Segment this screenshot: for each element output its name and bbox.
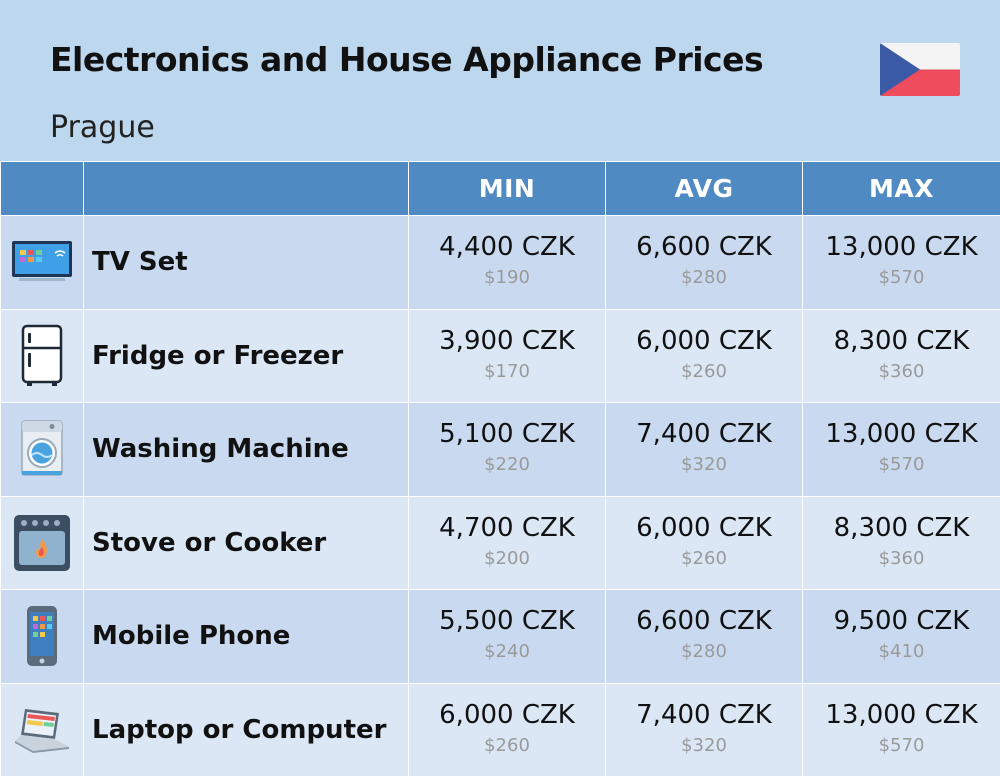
washing-machine-icon [21,420,63,476]
price-local: 7,400 CZK [636,419,772,450]
price-usd: $260 [681,547,727,569]
price-usd: $260 [681,360,727,382]
max-price-cell: 13,000 CZK $570 [802,682,1000,776]
price-usd: $200 [484,547,530,569]
table-row: Washing Machine 5,100 CZK $220 7,400 CZK… [0,402,1000,497]
price-table: MIN AVG MAX TV Set [0,161,1000,776]
min-price-cell: 4,700 CZK $200 [408,495,606,590]
price-usd: $570 [878,454,925,476]
table-row: Fridge or Freezer 3,900 CZK $170 6,000 C… [0,308,1000,403]
price-usd: $190 [484,267,530,289]
min-price-cell: 5,100 CZK $220 [408,402,606,497]
item-name: TV Set [83,215,409,310]
item-name: Washing Machine [83,402,409,497]
price-local: 4,400 CZK [439,232,575,263]
max-price-cell: 13,000 CZK $570 [802,215,1000,310]
fridge-icon [21,324,63,386]
header-avg: AVG [605,161,803,216]
price-usd: $280 [681,267,727,289]
price-local: 13,000 CZK [825,232,978,263]
price-local: 6,000 CZK [636,512,772,543]
header-min: MIN [408,161,606,216]
table-row: Laptop or Computer 6,000 CZK $260 7,400 … [0,682,1000,776]
price-local: 3,900 CZK [439,325,575,356]
item-name: Mobile Phone [83,589,409,684]
max-price-cell: 8,300 CZK $360 [802,495,1000,590]
header-icon-col [0,161,84,216]
price-local: 13,000 CZK [825,419,978,450]
price-usd: $220 [484,454,530,476]
price-usd: $280 [681,641,727,663]
avg-price-cell: 6,600 CZK $280 [605,589,803,684]
max-price-cell: 9,500 CZK $410 [802,589,1000,684]
price-local: 6,600 CZK [636,232,772,263]
price-local: 13,000 CZK [825,699,978,730]
laptop-icon [15,708,69,753]
stove-icon [14,514,70,571]
min-price-cell: 4,400 CZK $190 [408,215,606,310]
header-max: MAX [802,161,1000,216]
price-local: 6,000 CZK [636,325,772,356]
avg-price-cell: 7,400 CZK $320 [605,402,803,497]
avg-price-cell: 6,000 CZK $260 [605,495,803,590]
item-name: Stove or Cooker [83,495,409,590]
item-name: Fridge or Freezer [83,308,409,403]
city-subtitle: Prague [50,110,155,145]
price-local: 5,100 CZK [439,419,575,450]
table-row: Mobile Phone 5,500 CZK $240 6,600 CZK $2… [0,589,1000,684]
avg-price-cell: 6,600 CZK $280 [605,215,803,310]
min-price-cell: 3,900 CZK $170 [408,308,606,403]
price-usd: $410 [878,641,925,663]
price-usd: $240 [484,641,530,663]
min-price-cell: 5,500 CZK $240 [408,589,606,684]
price-local: 9,500 CZK [833,606,970,637]
price-usd: $360 [878,360,925,382]
min-price-cell: 6,000 CZK $260 [408,682,606,776]
avg-price-cell: 7,400 CZK $320 [605,682,803,776]
price-local: 4,700 CZK [439,512,575,543]
price-usd: $260 [484,734,530,756]
price-local: 6,600 CZK [636,606,772,637]
price-local: 6,000 CZK [439,699,575,730]
mobile-phone-icon [27,606,57,667]
price-usd: $320 [681,734,727,756]
max-price-cell: 8,300 CZK $360 [802,308,1000,403]
header: Electronics and House Appliance Prices P… [0,0,1000,160]
page-title: Electronics and House Appliance Prices [50,40,764,79]
table-row: TV Set 4,400 CZK $190 6,600 CZK $280 13,… [0,215,1000,310]
price-usd: $170 [484,360,530,382]
header-item-col [83,161,409,216]
avg-price-cell: 6,000 CZK $260 [605,308,803,403]
price-local: 8,300 CZK [833,325,970,356]
price-usd: $570 [878,734,925,756]
item-name: Laptop or Computer [83,682,409,776]
price-local: 7,400 CZK [636,699,772,730]
price-usd: $570 [878,267,925,289]
czech-flag-icon [880,43,960,96]
table-header-row: MIN AVG MAX [0,161,1000,216]
price-local: 5,500 CZK [439,606,575,637]
table-row: Stove or Cooker 4,700 CZK $200 6,000 CZK… [0,495,1000,590]
tv-icon [12,241,72,282]
max-price-cell: 13,000 CZK $570 [802,402,1000,497]
price-usd: $320 [681,454,727,476]
price-usd: $360 [878,547,925,569]
price-local: 8,300 CZK [833,512,970,543]
